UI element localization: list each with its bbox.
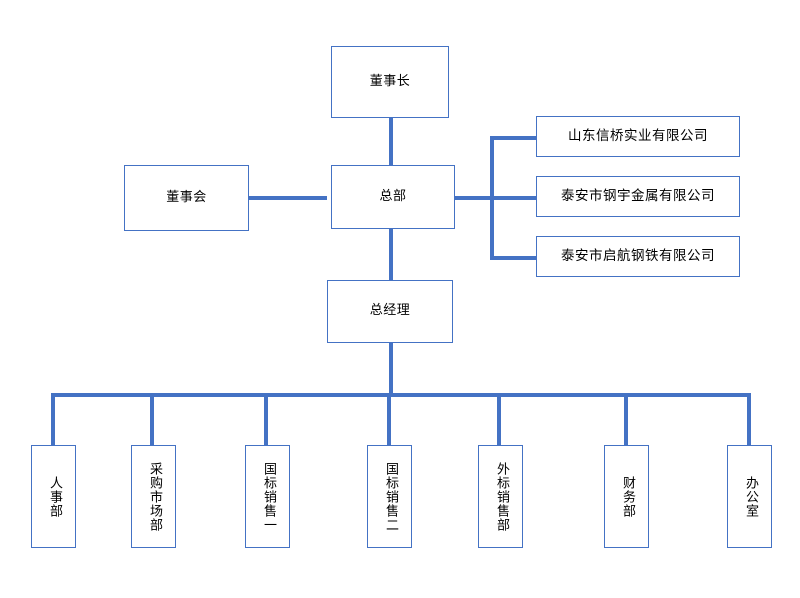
node-department-gb-sales-one[interactable]: 国标销售一	[245, 445, 290, 548]
node-board-label: 董事会	[166, 189, 207, 205]
node-department-finance-label: 财务部	[619, 475, 635, 518]
connector-hq-to-gm	[389, 228, 393, 280]
node-subsidiary-shandong-xinqiao[interactable]: 山东信桥实业有限公司	[536, 116, 740, 157]
connector-hq-right-stub	[455, 196, 494, 200]
node-subsidiary-shandong-xinqiao-label: 山东信桥实业有限公司	[568, 127, 708, 144]
connector-trunk-to-sub3	[490, 256, 537, 260]
node-department-hr[interactable]: 人事部	[31, 445, 76, 548]
node-general-manager-label: 总经理	[369, 303, 411, 319]
node-department-office[interactable]: 办公室	[727, 445, 772, 548]
node-headquarters-label: 总部	[379, 188, 407, 204]
node-general-manager[interactable]: 总经理	[327, 280, 453, 343]
node-chairman[interactable]: 董事长	[331, 46, 449, 118]
connector-bus-to-dept3	[264, 393, 268, 445]
node-subsidiary-taian-qihang-label: 泰安市启航钢铁有限公司	[561, 247, 715, 264]
node-department-foreign-sales[interactable]: 外标销售部	[478, 445, 523, 548]
node-department-office-label: 办公室	[742, 475, 758, 518]
connector-department-bus	[51, 393, 751, 397]
node-subsidiary-taian-gangyu-label: 泰安市钢宇金属有限公司	[561, 187, 715, 204]
node-department-gb-sales-two-label: 国标销售二	[382, 461, 398, 532]
node-subsidiary-taian-gangyu[interactable]: 泰安市钢宇金属有限公司	[536, 176, 740, 217]
connector-bus-to-dept6	[624, 393, 628, 445]
node-chairman-label: 董事长	[369, 73, 411, 89]
connector-trunk-to-sub1	[490, 136, 537, 140]
node-board[interactable]: 董事会	[124, 165, 249, 231]
node-department-foreign-sales-label: 外标销售部	[493, 461, 509, 532]
node-department-finance[interactable]: 财务部	[604, 445, 649, 548]
connector-chairman-to-hq	[389, 118, 393, 166]
node-department-purchasing-market[interactable]: 采购市场部	[131, 445, 176, 548]
connector-trunk-to-sub2	[490, 196, 537, 200]
node-department-purchasing-market-label: 采购市场部	[146, 461, 162, 532]
connector-bus-to-dept1	[51, 393, 55, 445]
node-headquarters[interactable]: 总部	[331, 165, 455, 229]
node-subsidiary-taian-qihang[interactable]: 泰安市启航钢铁有限公司	[536, 236, 740, 277]
connector-gm-to-bus	[389, 342, 393, 397]
connector-bus-to-dept4	[387, 393, 391, 445]
node-department-gb-sales-two[interactable]: 国标销售二	[367, 445, 412, 548]
node-department-hr-label: 人事部	[46, 475, 62, 518]
node-department-gb-sales-one-label: 国标销售一	[260, 461, 276, 532]
connector-board-to-hq	[249, 196, 327, 200]
connector-bus-to-dept5	[497, 393, 501, 445]
connector-bus-to-dept7	[747, 393, 751, 445]
connector-bus-to-dept2	[150, 393, 154, 445]
